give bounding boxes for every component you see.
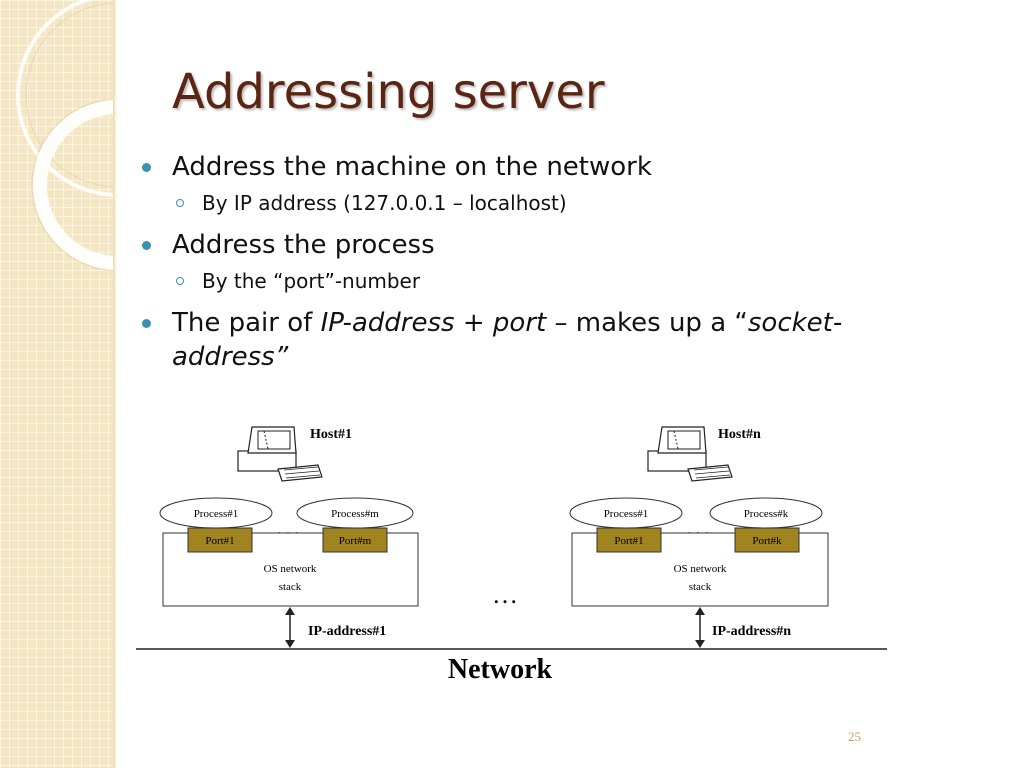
host1-port-m	[322, 527, 388, 553]
bullet3-ip-address: IP-address	[320, 308, 455, 338]
bullet-text: Address the process	[172, 230, 435, 260]
bullet-item: Address the process	[140, 228, 880, 262]
bullet-dot-icon	[142, 241, 151, 250]
host1-port-m-label: Port#m	[339, 535, 372, 547]
bullet-item: Address the machine on the network	[140, 150, 880, 184]
host1-stack-label-2: stack	[279, 581, 302, 593]
page-number: 25	[848, 729, 861, 744]
host1-ip-label: IP-address#1	[308, 624, 386, 639]
hostn-ip-label: IP-address#n	[712, 624, 791, 639]
hostn-port-k-label: Port#k	[752, 535, 782, 547]
bullet3-socket-address: socket-address”	[172, 308, 843, 372]
sub-bullet-text: By IP address (127.0.0.1 – localhost)	[202, 191, 567, 215]
host1-link-arrow	[285, 607, 295, 648]
bullet-dot-icon	[142, 163, 151, 172]
bullet-dot-icon	[142, 319, 151, 328]
hostn-process-k-label: Process#k	[744, 508, 789, 520]
hostn-port-1	[596, 527, 662, 553]
bullet3-part: – makes up a “	[546, 308, 748, 338]
computer-icon	[237, 426, 323, 482]
hostn-port-k	[734, 527, 800, 553]
network-label: Network	[448, 654, 553, 685]
slide-title: Addressing server	[172, 64, 605, 120]
sub-bullet-text: By the “port”-number	[202, 269, 421, 293]
decorative-sidebar	[0, 0, 113, 768]
host1-label: Host#1	[310, 427, 352, 442]
host1-process-m-label: Process#m	[331, 508, 379, 520]
hostn-process-1-label: Process#1	[604, 508, 649, 520]
hostn-port-1-label: Port#1	[614, 535, 643, 547]
hosts-ellipsis: …	[492, 580, 518, 609]
network-diagram: Host#1 Process#1 Process#m … Port#1 Port…	[136, 426, 887, 685]
bullet3-port: port	[492, 308, 547, 338]
sub-bullet-ring-icon	[176, 277, 184, 285]
sidebar-edge	[113, 0, 117, 768]
bullet-list: Address the machine on the network By IP…	[140, 150, 880, 386]
host1-port-1-label: Port#1	[205, 535, 234, 547]
host1-port-1	[187, 527, 253, 553]
hostn-stack-label-2: stack	[689, 581, 712, 593]
hostn-link-arrow	[695, 607, 705, 648]
bullet-item-socket-address: The pair of IP-address + port – makes up…	[140, 306, 880, 374]
hostn-stack-label-1: OS network	[674, 563, 727, 575]
sub-bullet-item: By IP address (127.0.0.1 – localhost)	[140, 190, 880, 216]
sub-bullet-item: By the “port”-number	[140, 268, 880, 294]
sub-bullet-ring-icon	[176, 199, 184, 207]
bullet-text: Address the machine on the network	[172, 152, 652, 182]
host1-process-1-label: Process#1	[194, 508, 239, 520]
decorative-rings	[16, 0, 113, 272]
bullet3-part: The pair of	[172, 308, 321, 338]
computer-icon	[647, 426, 733, 482]
bullet3-part: +	[454, 308, 493, 338]
host1-stack-label-1: OS network	[264, 563, 317, 575]
hostn-label: Host#n	[718, 427, 761, 442]
